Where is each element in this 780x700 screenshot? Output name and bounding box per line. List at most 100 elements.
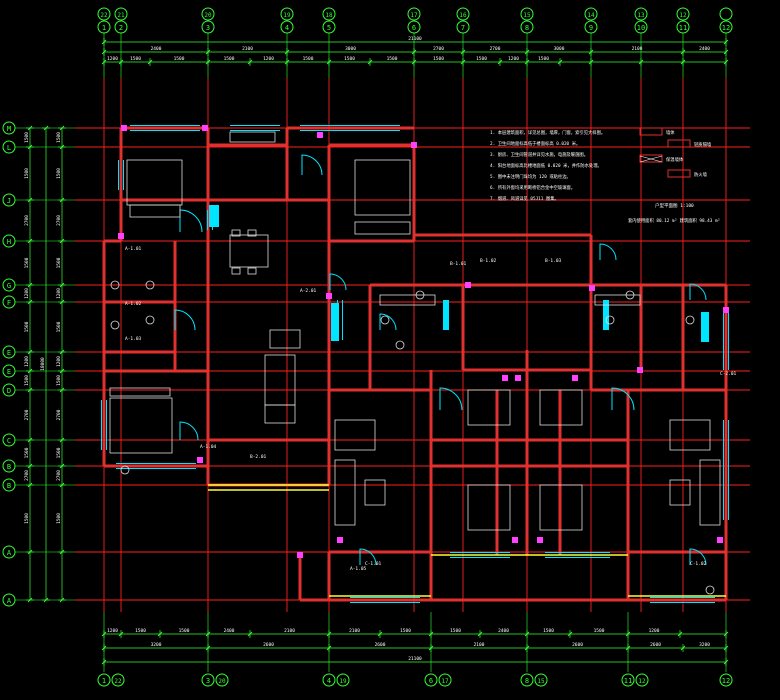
axis-bubble bbox=[635, 673, 649, 687]
axis-bubble bbox=[215, 673, 229, 687]
axis-bubble-label: 7 bbox=[461, 24, 465, 32]
dim-slash bbox=[567, 631, 573, 637]
room-label: A-1.05 bbox=[350, 566, 367, 572]
dim-text: 1500 bbox=[56, 257, 62, 268]
column-marker bbox=[637, 367, 643, 373]
dim-slash bbox=[680, 645, 686, 651]
door-swing bbox=[179, 421, 199, 441]
scale-note: 套内使用面积 80.12 m² 建筑面积 98.43 m² bbox=[628, 217, 720, 224]
axis-bubble-label: B bbox=[7, 482, 11, 490]
note-line: 4. 阳台地面标高比楼地面低 0.020 米，并作防水处理。 bbox=[490, 162, 602, 169]
axis-bubble-label: 6 bbox=[412, 24, 416, 32]
dim-text: 1500 bbox=[24, 375, 30, 386]
dim-text: 1500 bbox=[344, 56, 355, 62]
dim-text: 2700 bbox=[433, 46, 444, 52]
dim-slash bbox=[118, 631, 124, 637]
door-swing bbox=[689, 548, 707, 566]
axis-bubble-sub: 22 bbox=[114, 678, 122, 685]
dim-text: 2600 bbox=[263, 642, 274, 648]
dim-text: 1200 bbox=[508, 56, 519, 62]
axis-bubble-sub: 14 bbox=[587, 12, 595, 19]
room-label: C-2.01 bbox=[720, 371, 737, 377]
door-swing bbox=[359, 548, 377, 566]
dim-slash bbox=[377, 631, 383, 637]
axis-bubble bbox=[456, 7, 470, 21]
dim-text: 2400 bbox=[224, 628, 235, 634]
note-line: 6. 所有外窗均采用断桥铝合金中空玻璃窗。 bbox=[490, 184, 575, 191]
legend-label: 保温墙体 bbox=[666, 156, 684, 163]
axis-bubble-label: 12 bbox=[722, 24, 730, 32]
legend-label: 墙体 bbox=[666, 129, 675, 136]
dim-text: 1500 bbox=[135, 628, 146, 634]
dim-text: 1500 bbox=[594, 628, 605, 634]
room-label: A-2.01 bbox=[300, 288, 317, 294]
axis-bubble bbox=[322, 673, 336, 687]
dim-text: 1500 bbox=[24, 447, 30, 458]
dim-text: 2100 bbox=[474, 642, 485, 648]
balcony-rails bbox=[208, 484, 726, 597]
window-block bbox=[331, 303, 339, 341]
column-marker bbox=[326, 293, 332, 299]
dim-text: 1500 bbox=[303, 56, 314, 62]
axis-bubble-label: 4 bbox=[327, 677, 331, 685]
wardrobe bbox=[109, 387, 171, 397]
axis-bubble-label: 1 bbox=[102, 24, 106, 32]
windows bbox=[101, 125, 729, 603]
dining-table bbox=[669, 419, 711, 451]
legend-label: 轻质隔墙 bbox=[694, 141, 712, 148]
axis-bubble bbox=[584, 7, 598, 21]
dim-text: 2700 bbox=[24, 215, 30, 226]
dim-text: 2100 bbox=[632, 46, 643, 52]
dim-slash bbox=[677, 631, 683, 637]
axis-bubble-label: G bbox=[7, 282, 11, 290]
axis-bubble-sub: 21 bbox=[117, 12, 125, 19]
axis-bubble bbox=[520, 7, 534, 21]
axis-bubble-sub: 15 bbox=[537, 678, 545, 685]
dim-text: 2700 bbox=[56, 409, 62, 420]
dim-text: 1500 bbox=[130, 56, 141, 62]
dim-text: 3200 bbox=[699, 642, 710, 648]
window-block bbox=[443, 300, 449, 330]
axis-bubble-label: C bbox=[7, 437, 11, 445]
chair bbox=[231, 267, 241, 275]
wardrobe bbox=[129, 204, 181, 218]
axis-bubble-label: 8 bbox=[525, 677, 529, 685]
armchair bbox=[669, 479, 691, 506]
dim-text: 2700 bbox=[24, 470, 30, 481]
room-label: B-2.01 bbox=[250, 454, 267, 460]
axis-bubble-label: D bbox=[7, 387, 11, 395]
bed bbox=[467, 484, 511, 531]
note-line: 1. 本层建筑面积，详见总图，墙厚，门窗，索引见大样图。 bbox=[490, 129, 605, 136]
axis-bubble bbox=[424, 673, 438, 687]
axis-bubble-label: 11 bbox=[624, 677, 632, 685]
dim-text: 21100 bbox=[408, 36, 422, 42]
general-notes: 1. 本层建筑面积，详见总图，墙厚，门窗，索引见大样图。2. 卫生间地面标高低于… bbox=[490, 129, 720, 224]
window-block bbox=[701, 312, 709, 342]
dim-text: 1500 bbox=[24, 168, 30, 179]
dim-text: 1200 bbox=[107, 628, 118, 634]
axis-bubble bbox=[201, 7, 215, 21]
dim-text: 2700 bbox=[24, 409, 30, 420]
dim-text: 1500 bbox=[387, 56, 398, 62]
door-swing bbox=[439, 387, 463, 411]
axis-bubble-sub: 20 bbox=[204, 12, 212, 19]
dim-text: 1500 bbox=[179, 628, 190, 634]
room-label: B-1.02 bbox=[480, 258, 497, 264]
axis-bubble bbox=[534, 673, 548, 687]
axis-bubble-sub: 12 bbox=[638, 678, 646, 685]
axis-bubble-sub: 20 bbox=[218, 678, 226, 685]
axis-bubble-label: 12 bbox=[722, 677, 730, 685]
bed bbox=[109, 397, 173, 454]
axis-bubble-label: E bbox=[7, 368, 11, 376]
axis-bubble-label: 6 bbox=[429, 677, 433, 685]
axis-bubble-label: E bbox=[7, 349, 11, 357]
axis-bubble-label: H bbox=[7, 238, 11, 246]
legend-swatch bbox=[639, 127, 663, 136]
axis-bubble-sub: 13 bbox=[637, 12, 645, 19]
toilet-fixture bbox=[120, 465, 130, 475]
axis-bubble bbox=[201, 673, 215, 687]
axis-bubble-sub: 19 bbox=[339, 678, 347, 685]
